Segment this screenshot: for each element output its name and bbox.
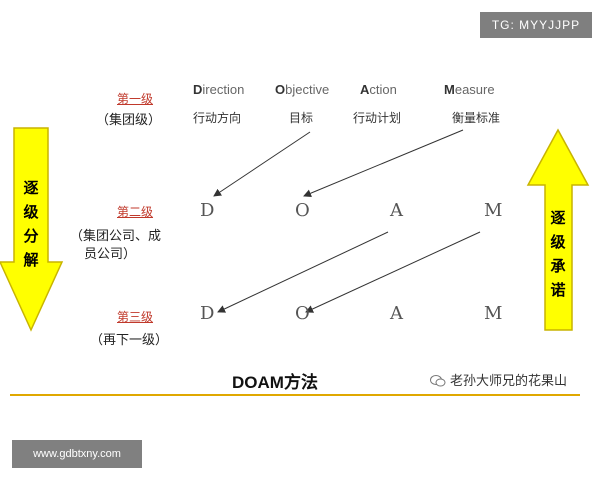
- level-1-label: 第一级: [117, 92, 154, 106]
- row3-letter-a: A: [390, 303, 403, 324]
- row3-letter-o: O: [295, 303, 310, 324]
- brand-watermark: 老孙大师兄的花果山: [430, 370, 567, 389]
- col-action-cn: 行动计划: [353, 111, 402, 125]
- wechat-icon: [430, 373, 446, 387]
- row3-letter-d: D: [200, 303, 215, 324]
- url-badge[interactable]: www.gdbtxny.com: [12, 440, 142, 468]
- right-arrow-text: 逐级承诺: [550, 209, 566, 299]
- level-2-group-line1: （集团公司、成: [70, 229, 162, 244]
- tg-badge: TG: MYYJJPP: [480, 12, 592, 38]
- col-action-heading: Action: [360, 82, 397, 97]
- level-2-label: 第二级: [117, 205, 154, 219]
- col-measure-heading: Measure: [444, 82, 495, 97]
- row2-letter-d: D: [200, 200, 215, 221]
- col-objective-heading: Objective: [275, 82, 330, 97]
- col-direction-cn: 行动方向: [193, 111, 242, 125]
- level-3-label: 第三级: [117, 310, 154, 324]
- left-down-arrow: [0, 127, 64, 332]
- connector-objective-to-d2: [213, 131, 311, 197]
- col-measure-cn: 衡量标准: [452, 111, 501, 125]
- row2-letter-m: M: [484, 200, 503, 221]
- col-objective-cn: 目标: [289, 111, 314, 125]
- level-2-group-line2: 员公司）: [84, 247, 137, 262]
- row2-letter-a: A: [390, 200, 403, 221]
- footer-title: DOAM方法: [232, 373, 318, 392]
- brand-text: 老孙大师兄的花果山: [450, 374, 568, 389]
- col-direction-heading: Direction: [193, 82, 245, 97]
- right-up-arrow: [526, 128, 590, 331]
- row3-letter-m: M: [484, 303, 503, 324]
- connector-a2-to-d3: [217, 231, 389, 313]
- level-3-group: （再下一级）: [90, 333, 169, 348]
- connector-measure-to-o2: [303, 129, 464, 198]
- left-arrow-text: 逐级分解: [23, 179, 39, 269]
- level-1-group: （集团级）: [96, 113, 162, 128]
- row2-letter-o: O: [295, 200, 310, 221]
- connector-m2-to-o3: [305, 231, 481, 313]
